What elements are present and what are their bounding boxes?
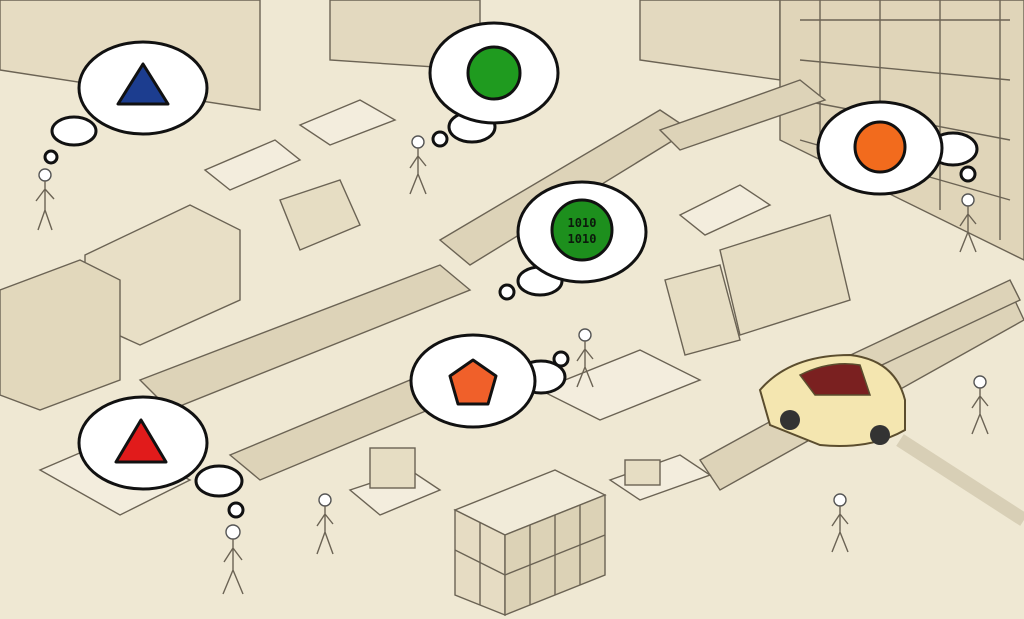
- thought-bubble-red-triangle: [77, 395, 245, 519]
- worker: [316, 493, 334, 555]
- pentagon-icon: [448, 358, 498, 406]
- worker: [409, 135, 427, 195]
- worker: [222, 524, 244, 595]
- binary-code-icon: [550, 198, 614, 262]
- workers: [35, 135, 989, 595]
- binary-text-line-1: 1010: [568, 216, 597, 230]
- worker: [959, 193, 977, 253]
- workstations: [0, 99, 851, 516]
- worker: [576, 328, 594, 388]
- computer-monitor: [369, 447, 416, 489]
- thought-bubble-blue-triangle: [43, 40, 209, 165]
- worker: [831, 493, 849, 553]
- triangle-icon: [114, 418, 168, 464]
- car: [758, 353, 1024, 526]
- thought-bubble-green-circle: [428, 21, 560, 148]
- binary-text-line-2: 1010: [568, 232, 597, 246]
- crate-stack: [453, 469, 607, 617]
- worker: [971, 375, 989, 435]
- thought-bubble-orange-pentagon: [409, 333, 570, 429]
- thought-bubble-binary: 1010 1010: [498, 180, 648, 301]
- circle-icon: [466, 45, 522, 101]
- circle-icon: [853, 120, 907, 174]
- worker: [35, 168, 55, 231]
- thought-bubble-orange-circle: [816, 100, 979, 196]
- triangle-icon: [116, 62, 170, 106]
